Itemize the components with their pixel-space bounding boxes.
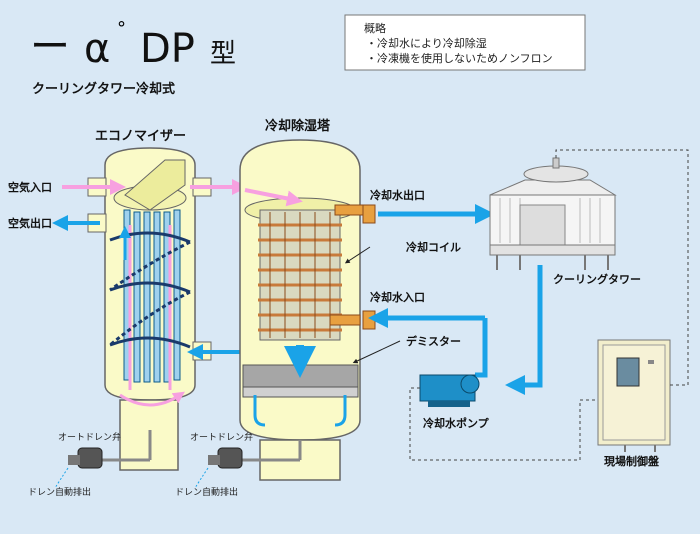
cooling-water-lines (362, 204, 543, 395)
label-air-inlet: 空気入口 (8, 180, 52, 194)
summary-heading: 概略 (364, 21, 386, 35)
title-prefix: ー (30, 24, 70, 70)
label-cooling-tower: クーリングタワー (553, 272, 641, 286)
economizer-vessel (104, 147, 196, 471)
label-cooling-water-pump: 冷却水ポンプ (423, 416, 490, 430)
drain-valve-left (68, 430, 152, 469)
subtitle: クーリングタワー冷却式 (32, 81, 175, 97)
control-panel (597, 339, 671, 452)
title: ー α ° DP 型 (30, 18, 236, 72)
title-model: DP (140, 26, 195, 72)
cooling-water-pump (419, 374, 480, 407)
label-control-panel: 現場制御盤 (604, 454, 660, 468)
dehumidifier-title: 冷却除湿塔 (265, 118, 331, 134)
summary-line-1: ・冷却水により冷却除湿 (366, 36, 487, 50)
economizer-title: エコノマイザー (95, 129, 186, 144)
drain-drips (54, 467, 209, 489)
summary-line-2: ・冷凍機を使用しないためノンフロン (366, 51, 553, 65)
label-auto-drain-valve-right: オートドレン弁 (190, 431, 253, 443)
label-cooling-coil: 冷却コイル (406, 240, 461, 254)
cooling-tower (489, 157, 617, 270)
drain-valve-right (208, 440, 302, 469)
label-demister: デミスター (406, 334, 461, 348)
label-auto-drain-valve-left: オートドレン弁 (58, 431, 121, 443)
air-flow-arrows (52, 179, 248, 360)
label-air-outlet: 空気出口 (8, 216, 52, 230)
label-cooling-water-inlet: 冷却水入口 (370, 290, 425, 304)
dehumidifier-vessel (239, 139, 366, 481)
summary-box: 概略 ・冷却水により冷却除湿 ・冷凍機を使用しないためノンフロン (344, 14, 586, 71)
title-alpha: α (84, 26, 110, 72)
label-auto-drain-left: ドレン自動排出 (28, 486, 91, 498)
label-auto-drain-right: ドレン自動排出 (175, 486, 238, 498)
title-kind: 型 (210, 39, 236, 69)
label-cooling-water-outlet: 冷却水出口 (370, 188, 425, 202)
control-signal-lines (409, 149, 689, 461)
title-degree: ° (117, 18, 126, 39)
callouts (344, 246, 401, 364)
